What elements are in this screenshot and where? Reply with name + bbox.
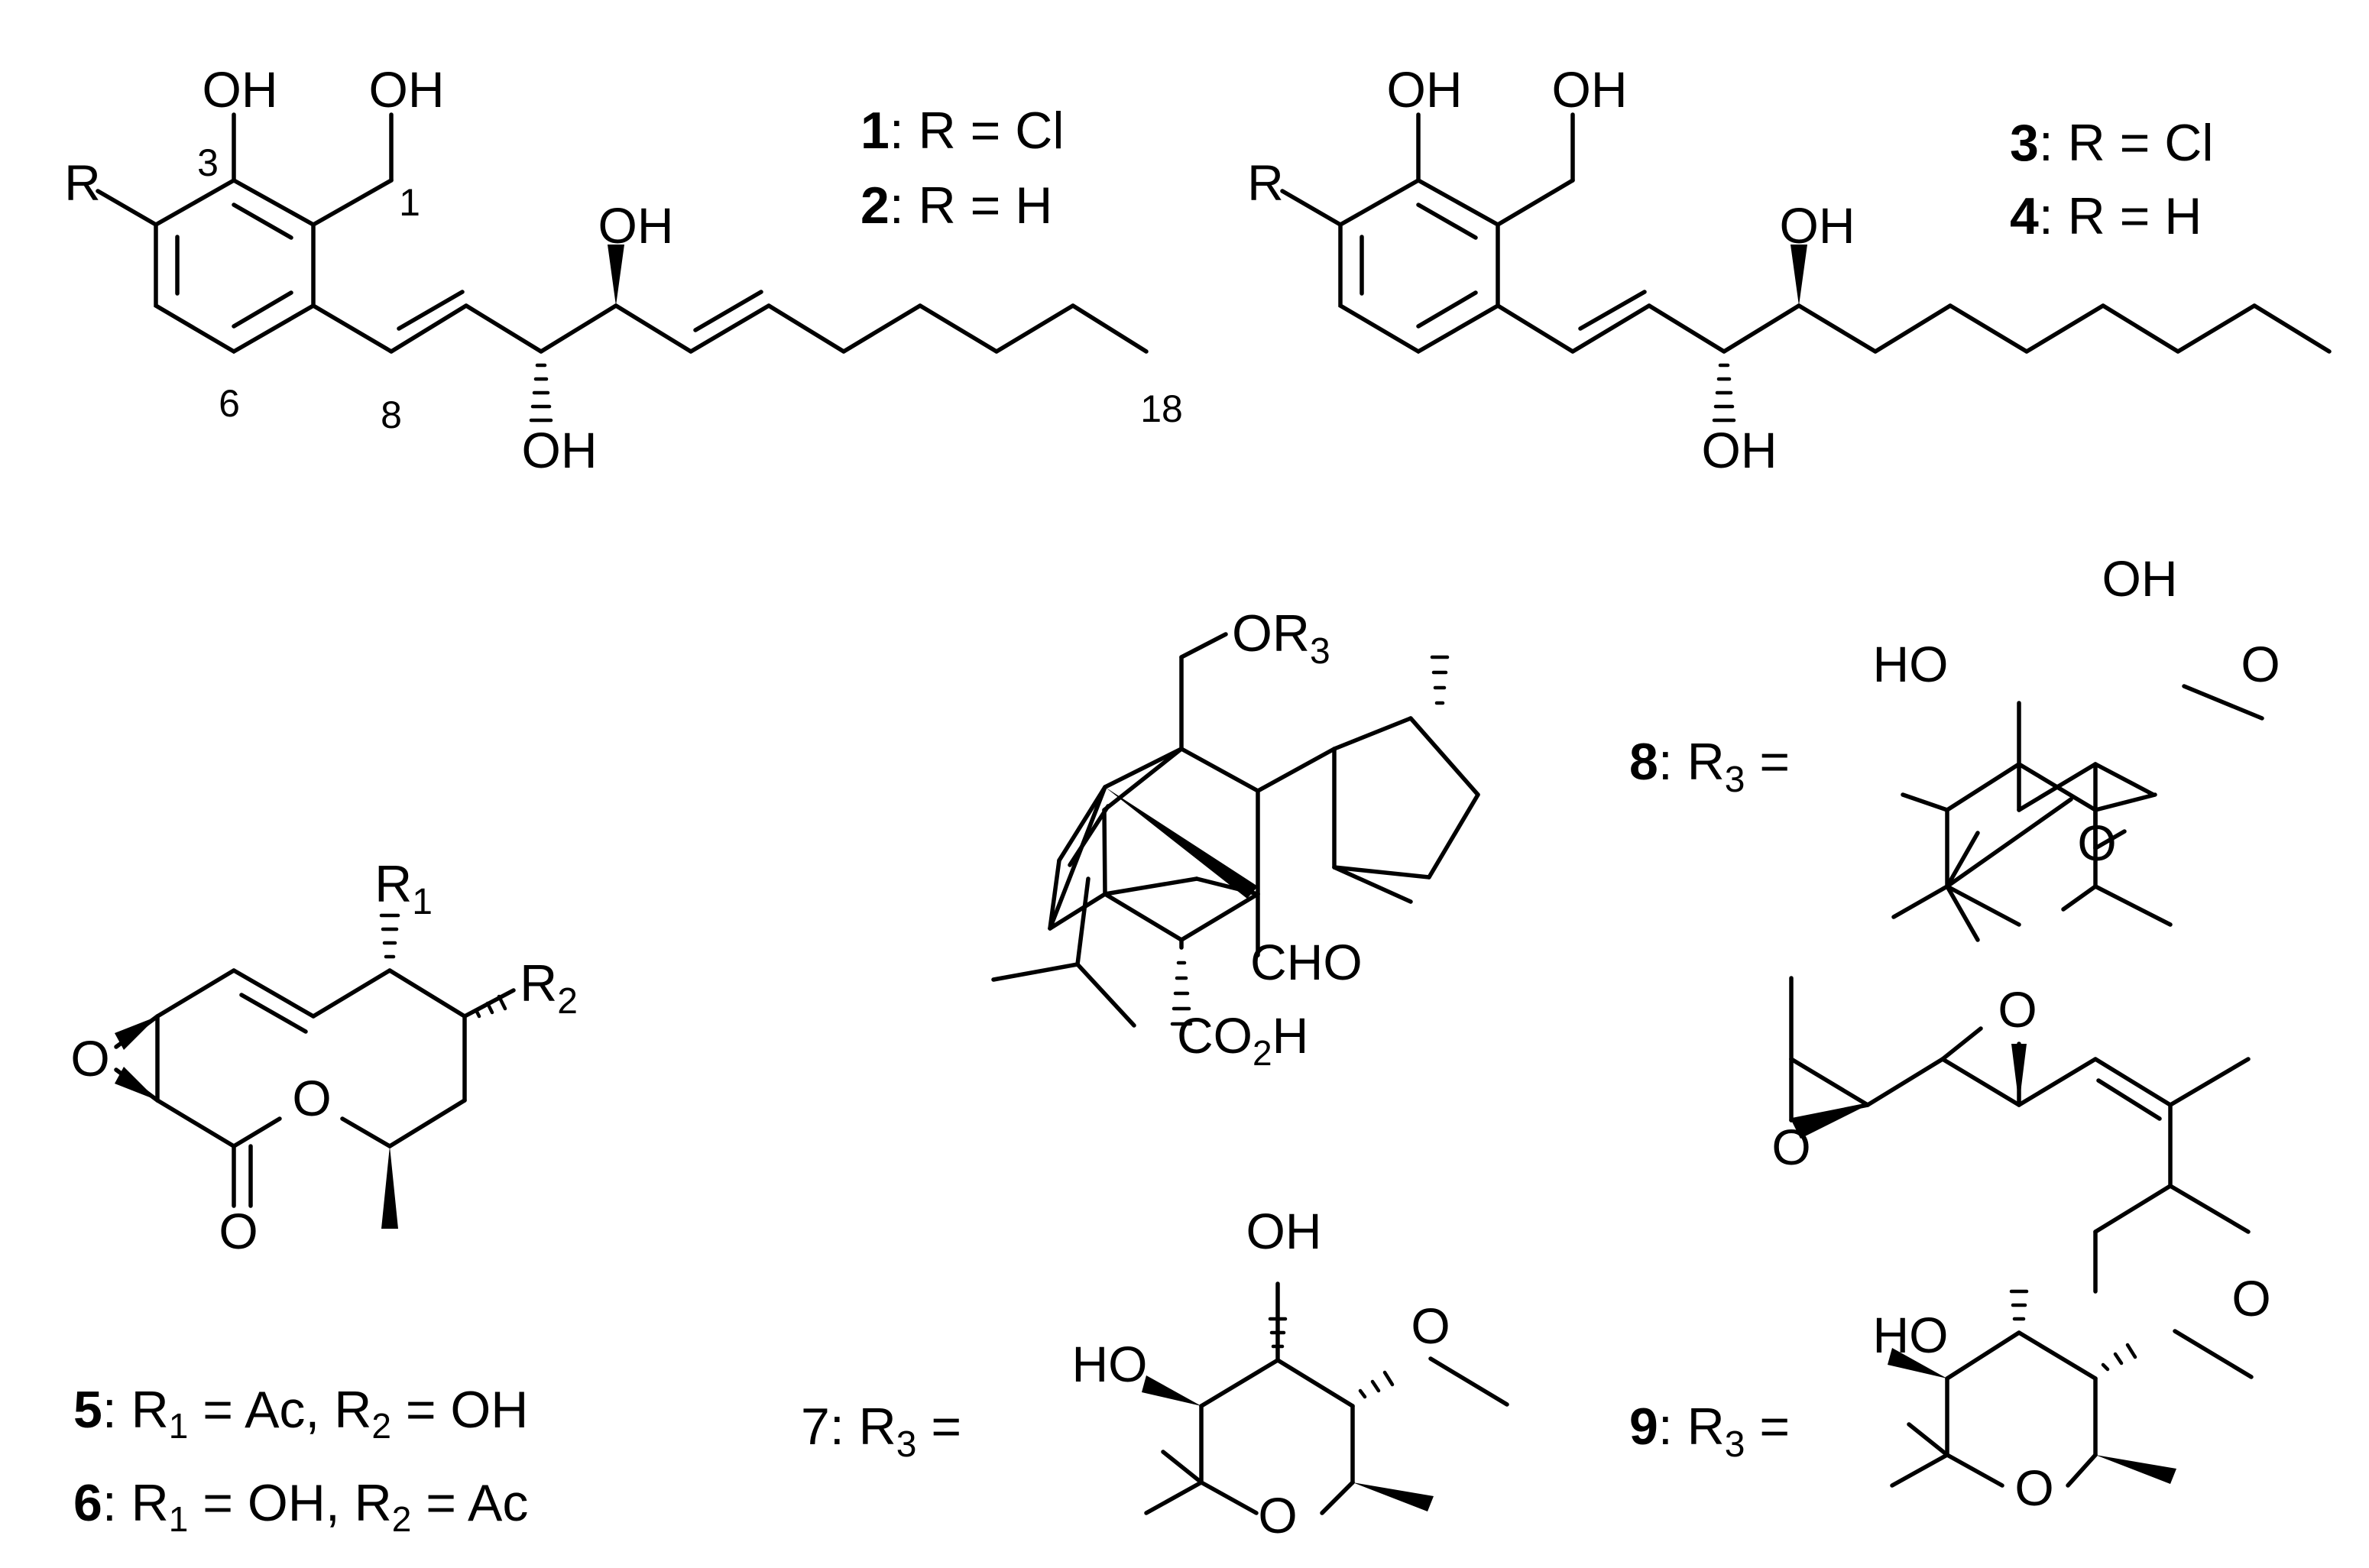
atom-label: OH bbox=[203, 61, 278, 118]
atom-label: O bbox=[1998, 981, 2037, 1038]
atom-label: O bbox=[292, 1070, 331, 1126]
wedge-bond bbox=[1105, 787, 1258, 899]
atom-label: O bbox=[2077, 815, 2116, 871]
atom-label: O bbox=[2014, 1459, 2053, 1516]
wedge-bond bbox=[2095, 1455, 2176, 1484]
sugar-8-bonds bbox=[1891, 684, 2264, 942]
hash-bond bbox=[1268, 1317, 1288, 1349]
compound-label: 5: R1 = Ac, R2 = OH bbox=[73, 1381, 528, 1446]
atom-label: O bbox=[2231, 1270, 2270, 1327]
atom-label: OH bbox=[1780, 197, 1855, 254]
atom-label: CHO bbox=[1250, 934, 1363, 990]
atom-label: HO bbox=[1072, 1336, 1148, 1392]
structure-compound-9-sugar: O O HO O O 9: R3 = bbox=[1629, 976, 2271, 1516]
hash-bond bbox=[474, 994, 507, 1019]
wedge-bond bbox=[1791, 1105, 1868, 1139]
atom-label: OH bbox=[2102, 550, 2178, 607]
hash-bond bbox=[1170, 961, 1193, 1026]
atom-number: 8 bbox=[381, 394, 402, 436]
sugar-7-bonds bbox=[1144, 1281, 1509, 1515]
atom-label: OH bbox=[1246, 1203, 1322, 1259]
hash-bond bbox=[379, 913, 400, 959]
wedge-bond bbox=[1353, 1482, 1434, 1511]
hash-bond bbox=[529, 363, 553, 423]
hash-bond bbox=[2101, 1343, 2137, 1372]
atom-number: 6 bbox=[219, 382, 240, 425]
structure-compound-1-2: OH OH R OH OH 3 1 6 8 18 1: R = Cl 2: R … bbox=[64, 61, 1183, 478]
hash-bond bbox=[1712, 363, 1736, 423]
compound-label: 2: R = H bbox=[860, 177, 1052, 235]
wedge-bond bbox=[115, 1067, 157, 1100]
atom-number: 3 bbox=[197, 141, 219, 184]
atom-label: O bbox=[219, 1203, 258, 1259]
structure-1-2-bonds bbox=[96, 112, 1149, 355]
atom-label: OR3 bbox=[1232, 604, 1330, 672]
hash-bond bbox=[1358, 1370, 1395, 1399]
compound-label: 7: R3 = bbox=[801, 1398, 961, 1465]
atom-label: HO bbox=[1873, 1307, 1949, 1363]
atom-label: O bbox=[1258, 1487, 1297, 1544]
atom-label: O bbox=[2241, 636, 2280, 692]
atom-label: R1 bbox=[374, 855, 433, 922]
wedge-bond bbox=[1142, 1375, 1201, 1406]
wedge-bond bbox=[608, 245, 624, 306]
wedge-bond bbox=[381, 1146, 398, 1229]
structure-compound-8-sugar: OH HO O O 8: R3 = bbox=[1629, 550, 2280, 942]
compound-label: 9: R3 = bbox=[1629, 1398, 1790, 1465]
compound-label: 8: R3 = bbox=[1629, 733, 1790, 800]
compound-label: 3: R = Cl bbox=[2010, 114, 2213, 172]
structure-compound-3-4: OH OH R OH OH 3: R = Cl 4: R = H bbox=[1247, 61, 2332, 478]
atom-label: OH bbox=[1387, 61, 1463, 118]
structure-compound-5-6: R1 R2 O O O 5: R1 = Ac, R2 = OH 6: R1 = … bbox=[70, 855, 578, 1539]
wedge-bond bbox=[1888, 1348, 1947, 1378]
wedge-bond bbox=[115, 1016, 157, 1050]
atom-label: OH bbox=[522, 422, 598, 478]
structure-5-6-bonds bbox=[114, 968, 516, 1208]
wedge-bond bbox=[1791, 245, 1807, 306]
atom-label: OH bbox=[1552, 61, 1628, 118]
compound-label: 1: R = Cl bbox=[860, 102, 1064, 160]
atom-label: O bbox=[1411, 1297, 1450, 1354]
structure-diterpene-core: OR3 CHO CO2H bbox=[991, 604, 1480, 1073]
atom-label: R2 bbox=[520, 954, 578, 1022]
atom-number: 1 bbox=[399, 181, 420, 224]
compound-label: 4: R = H bbox=[2010, 187, 2202, 245]
structure-3-4-bonds bbox=[1280, 112, 2332, 355]
atom-label: CO2H bbox=[1177, 1007, 1308, 1073]
atom-label: R bbox=[64, 154, 101, 211]
core-bonds bbox=[991, 632, 1480, 1028]
wedge-bond bbox=[2011, 1044, 2027, 1105]
atom-label: O bbox=[70, 1030, 109, 1087]
atom-number: 18 bbox=[1140, 387, 1183, 430]
hash-bond bbox=[2009, 1289, 2029, 1321]
hash-bond bbox=[1430, 655, 1450, 705]
atom-label: R bbox=[1247, 154, 1284, 211]
atom-label: O bbox=[1771, 1119, 1810, 1175]
atom-label: OH bbox=[598, 197, 674, 254]
atom-label: HO bbox=[1873, 636, 1949, 692]
atom-label: OH bbox=[1702, 422, 1778, 478]
atom-label: OH bbox=[369, 61, 445, 118]
structure-compound-7-sugar: OH HO O O 7: R3 = bbox=[801, 1203, 1509, 1544]
compound-label: 6: R1 = OH, R2 = Ac bbox=[73, 1474, 528, 1539]
